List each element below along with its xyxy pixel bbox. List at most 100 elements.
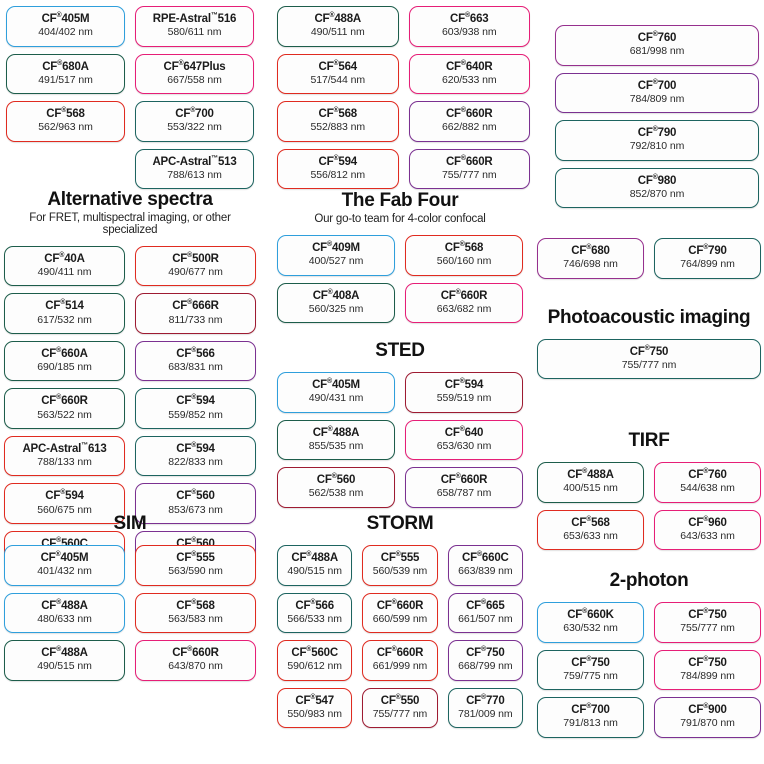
dye-wavelengths: 490/411 nm	[37, 266, 92, 279]
dye-wavelengths: 788/613 nm	[167, 168, 222, 181]
trademark-symbol: ®	[56, 537, 62, 545]
dye-wavelengths: 781/009 nm	[458, 707, 513, 720]
dye-wavelengths: 562/538 nm	[308, 487, 364, 500]
dye-wavelengths: 792/810 nm	[629, 140, 685, 153]
dye-name: CF®560	[176, 489, 215, 503]
trademark-symbol: ®	[652, 173, 658, 181]
dye-name: CF®750	[466, 646, 505, 659]
dye-name: CF®405M	[312, 378, 360, 391]
section-title: STED	[375, 340, 425, 361]
trademark-symbol: ®	[652, 126, 658, 134]
trademark-symbol: ®	[191, 551, 197, 559]
trademark-symbol: ®	[56, 347, 62, 355]
dye-wavelengths: 563/522 nm	[37, 408, 92, 421]
dye-name: RPE-Astral™516	[152, 12, 237, 25]
dye-name: CF®960	[688, 515, 727, 529]
dye-name: CF®700	[175, 107, 214, 120]
trademark-symbol: ®	[56, 598, 62, 606]
trademark-symbol: ®	[59, 252, 65, 260]
trademark-symbol: ®	[327, 378, 332, 386]
trademark-symbol: ®	[191, 537, 197, 545]
trademark-symbol: ®	[190, 107, 196, 115]
dye-name: CF®660R	[445, 107, 493, 120]
dye-wavelengths: 617/532 nm	[37, 313, 92, 326]
trademark-symbol: ®	[586, 655, 592, 663]
